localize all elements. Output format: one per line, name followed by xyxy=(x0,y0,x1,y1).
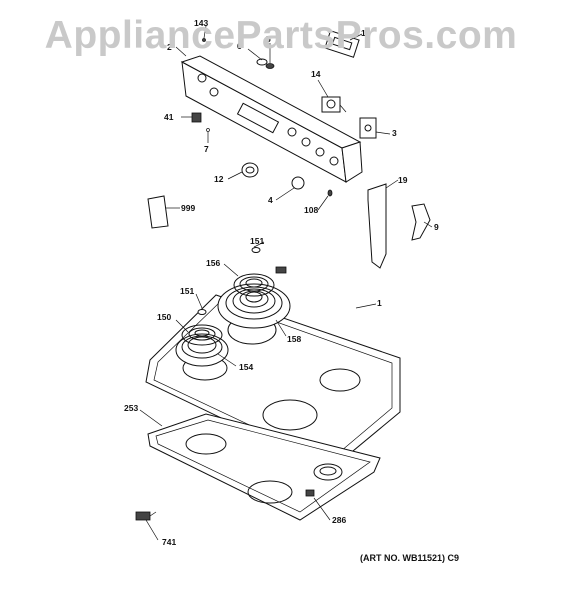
control-knob-parts xyxy=(241,162,333,197)
label-card-part xyxy=(147,195,169,229)
art-number: (ART NO. WB11521) C9 xyxy=(360,553,460,563)
watermark-text: AppliancePartsPros.com xyxy=(44,14,518,57)
indicator-light-part xyxy=(191,112,210,132)
callout-108: 108 xyxy=(304,205,318,215)
callout-3: 3 xyxy=(392,128,397,138)
callout-16: 16 xyxy=(361,28,371,38)
callout-12: 12 xyxy=(214,174,224,184)
callout-741: 741 xyxy=(162,537,176,547)
burner-box-part xyxy=(147,413,381,521)
callout-14: 14 xyxy=(311,69,321,79)
callout-154: 154 xyxy=(239,362,253,372)
callout-999: 999 xyxy=(181,203,195,213)
callout-6: 6 xyxy=(237,41,242,51)
callout-labels: 143 2 6 5 16 41 7 14 3 12 4 108 19 999 9… xyxy=(124,18,439,547)
clock-module-part xyxy=(324,30,360,58)
callout-9: 9 xyxy=(434,222,439,232)
switch-block-part xyxy=(359,117,377,139)
callout-7: 7 xyxy=(204,144,209,154)
infinite-switch-part xyxy=(321,96,347,113)
leader-lines xyxy=(139,25,433,541)
callout-151-bottom: 151 xyxy=(180,286,194,296)
callout-143: 143 xyxy=(194,18,208,28)
callout-156: 156 xyxy=(206,258,220,268)
small-hardware-parts xyxy=(202,38,275,69)
callout-2: 2 xyxy=(167,42,172,52)
callout-5: 5 xyxy=(266,34,271,44)
callout-41: 41 xyxy=(164,112,174,122)
callout-151-top: 151 xyxy=(250,236,264,246)
terminal-block-part xyxy=(135,511,157,521)
callout-150: 150 xyxy=(157,312,171,322)
control-panel-part xyxy=(180,55,363,183)
callout-158: 158 xyxy=(287,334,301,344)
large-surface-element-part xyxy=(217,266,291,329)
callout-4: 4 xyxy=(268,195,273,205)
side-bracket-parts xyxy=(367,183,431,269)
callout-19: 19 xyxy=(398,175,408,185)
callout-1: 1 xyxy=(377,298,382,308)
small-surface-element-part xyxy=(175,247,261,367)
callout-253: 253 xyxy=(124,403,138,413)
callout-286: 286 xyxy=(332,515,346,525)
